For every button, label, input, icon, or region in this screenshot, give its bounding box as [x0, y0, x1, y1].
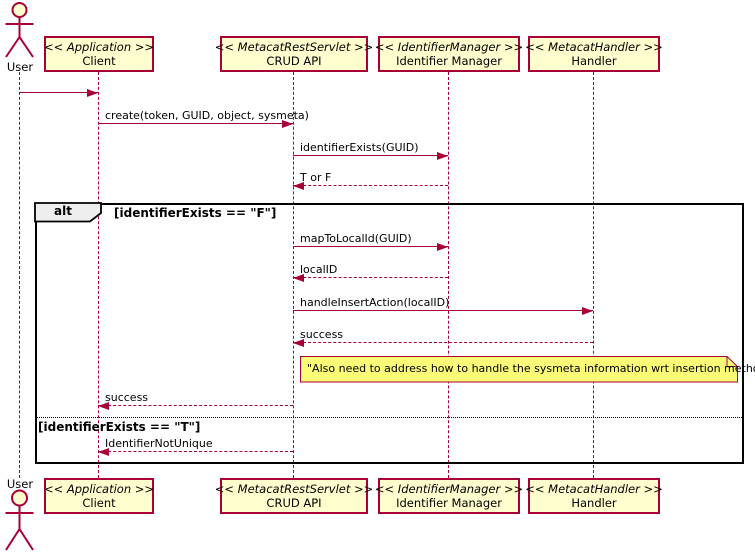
lifeline-identifier-manager [448, 72, 449, 478]
participant-stereotype: << IdentifierManager >> [374, 40, 524, 54]
lifeline-client [98, 72, 99, 478]
participant-name: CRUD API [266, 496, 322, 510]
participant-stereotype: << IdentifierManager >> [374, 482, 524, 496]
message-identifier-not-unique: IdentifierNotUnique [98, 436, 293, 456]
message-identifier-exists: identifierExists(GUID) [293, 140, 448, 160]
message-line [98, 451, 293, 452]
message-label: T or F [300, 171, 332, 184]
message-line [293, 155, 448, 156]
participant-handler-bottom: << MetacatHandler >> Handler [525, 478, 663, 514]
participant-stereotype: << MetacatHandler >> [525, 482, 663, 496]
message-success-client: success [98, 390, 293, 410]
message-label: localID [300, 263, 338, 276]
message-line [293, 342, 593, 343]
message-success-handler: success [293, 327, 593, 347]
alt-else-divider [37, 417, 742, 418]
arrowhead [437, 152, 448, 160]
participant-name: Handler [571, 54, 617, 68]
message-handle-insert-action: handleInsertAction(localID) [293, 295, 593, 315]
message-line [98, 123, 293, 124]
message-label: identifierExists(GUID) [300, 141, 419, 154]
note-text: "Also need to address how to handle the … [307, 362, 755, 375]
message-create: create(token, GUID, object, sysmeta) [98, 108, 309, 128]
arrowhead [87, 89, 98, 97]
message-map-to-local-id: mapToLocalId(GUID) [293, 231, 448, 251]
message-line [293, 310, 593, 311]
message-user-to-client [19, 77, 98, 97]
message-line [293, 185, 448, 186]
participant-stereotype: << MetacatRestServlet >> [214, 40, 374, 54]
participant-identifier-manager-bottom: << IdentifierManager >> Identifier Manag… [374, 478, 524, 514]
message-line [98, 405, 293, 406]
arrowhead [98, 402, 109, 410]
actor-user-label-top: User [6, 60, 34, 74]
alt-condition-t: [identifierExists == "T"] [38, 420, 201, 434]
actor-user-label-bottom: User [6, 477, 34, 491]
message-line [293, 277, 448, 278]
arrowhead [282, 120, 293, 128]
message-label: success [105, 391, 149, 404]
actor-user-icon [5, 2, 34, 58]
participant-client-top: << Application >> Client [44, 36, 154, 72]
note: "Also need to address how to handle the … [300, 356, 755, 387]
participant-stereotype: << Application >> [43, 40, 155, 54]
arrowhead [293, 339, 304, 347]
participant-name: Client [82, 496, 116, 510]
participant-name: Identifier Manager [396, 54, 502, 68]
message-line [19, 92, 98, 93]
arrowhead [437, 243, 448, 251]
message-line [293, 246, 448, 247]
message-label: handleInsertAction(localID) [300, 296, 450, 309]
participant-client-bottom: << Application >> Client [44, 478, 154, 514]
participant-crud-api-bottom: << MetacatRestServlet >> CRUD API [215, 478, 373, 514]
participant-name: Client [82, 54, 116, 68]
arrowhead [293, 182, 304, 190]
participant-stereotype: << MetacatRestServlet >> [214, 482, 374, 496]
message-label: success [300, 328, 344, 341]
arrowhead [98, 448, 109, 456]
message-label: IdentifierNotUnique [105, 437, 213, 450]
participant-handler-top: << MetacatHandler >> Handler [525, 36, 663, 72]
message-local-id: localID [293, 262, 448, 282]
lifeline-user [19, 72, 20, 478]
message-label: mapToLocalId(GUID) [300, 232, 412, 245]
arrowhead [582, 307, 593, 315]
actor-user-icon-bottom [5, 489, 34, 551]
participant-crud-api-top: << MetacatRestServlet >> CRUD API [215, 36, 373, 72]
alt-condition-f: [identifierExists == "F"] [114, 206, 277, 220]
note-shape [300, 356, 738, 383]
participant-name: Handler [571, 496, 617, 510]
message-t-or-f: T or F [293, 170, 448, 190]
message-label: create(token, GUID, object, sysmeta) [105, 109, 309, 122]
participant-stereotype: << MetacatHandler >> [525, 40, 663, 54]
lifeline-handler [593, 72, 594, 478]
participant-identifier-manager-top: << IdentifierManager >> Identifier Manag… [374, 36, 524, 72]
participant-stereotype: << Application >> [43, 482, 155, 496]
participant-name: Identifier Manager [396, 496, 502, 510]
participant-name: CRUD API [266, 54, 322, 68]
alt-operator-label: alt [54, 204, 72, 218]
arrowhead [293, 274, 304, 282]
